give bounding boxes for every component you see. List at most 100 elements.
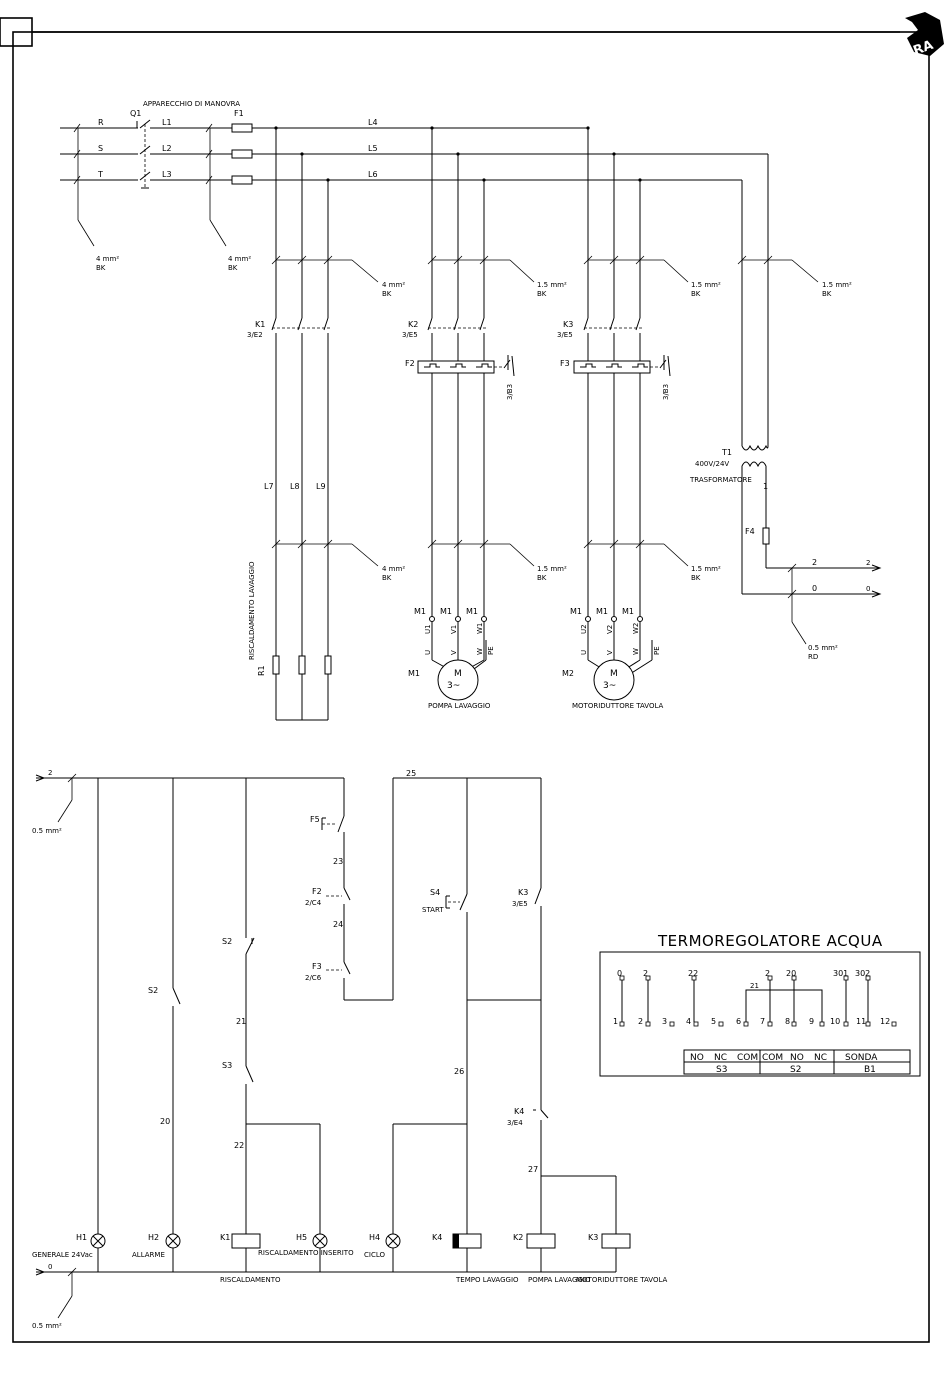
k3-ctrl-label: K3: [518, 888, 528, 897]
wire-27: 27: [528, 1165, 538, 1174]
thermo-terminals: 1 2 3 4 5 6 7 8 9 10 11 12: [613, 1017, 897, 1027]
f2-power-label: F2: [405, 359, 415, 368]
wire-22: 22: [234, 1141, 244, 1150]
h2-label: H2: [148, 1233, 159, 1242]
m1-u1: U1: [424, 624, 432, 634]
k1-power-ref: 3/E2: [247, 331, 263, 339]
gear-cable2-color: BK: [691, 574, 701, 582]
thermo-term-12: 12: [880, 1017, 890, 1026]
rail-0-cable: 0.5 mm²: [32, 1322, 62, 1330]
f5-label: F5: [310, 815, 320, 824]
k4-group: TEMPO LAVAGGIO: [455, 1276, 519, 1284]
f3-ref: 3/B3: [662, 384, 670, 400]
tr-out-0: 0: [866, 585, 870, 593]
k3-power-ref: 3/E5: [557, 331, 573, 339]
thermo-top-2a: 2: [643, 969, 648, 978]
h4-label: H4: [369, 1233, 380, 1242]
f4-label: F4: [745, 527, 755, 536]
sheet-frame: [0, 17, 930, 1343]
thermo-no-2: NO: [790, 1053, 804, 1063]
k2-k3-coil-branch: K3 3/E5 K4 3/E4 27 K2 POMPA LAVAGGIO K3 …: [507, 778, 668, 1284]
rail-0-label: 0: [48, 1263, 52, 1271]
h5-desc: RISCALDAMENTO INSERITO: [258, 1249, 354, 1257]
thermo-top-0: 0: [617, 969, 622, 978]
k1-coil-branch: S2 21 S3 22 K1 RISCALDAMENTO H5 RISCALDA…: [220, 778, 354, 1284]
pump-motor-m1: [437, 659, 479, 701]
s3-label: S3: [222, 1061, 232, 1070]
thermo-com-2: COM: [762, 1053, 783, 1063]
l7-label: L7: [264, 482, 274, 491]
bus-lines: L4 L5 L6: [252, 118, 768, 182]
m2-motor-3: 3~: [603, 681, 616, 691]
transformer-branch: 1.5 mm² BK T1 400V/24V TRASFORMATORE 1 F…: [689, 154, 882, 661]
tr-wire-2: 2: [812, 558, 817, 567]
k1-coil: [231, 1233, 261, 1249]
thermo-term-3: 3: [662, 1017, 667, 1026]
m2-u: U: [580, 650, 588, 655]
heater-cable2-size: 4 mm²: [382, 565, 405, 573]
cable-q1-color: BK: [228, 264, 238, 272]
heater-resistors: [272, 655, 332, 675]
k4-ctrl-label: K4: [514, 1107, 524, 1116]
h1-desc: GENERALE 24Vac: [32, 1251, 93, 1259]
wire-21: 21: [236, 1017, 246, 1026]
t1-name: TRASFORMATORE: [689, 476, 752, 484]
k2-coil-label: K2: [513, 1233, 523, 1242]
m2-term-label-v: M1: [596, 607, 608, 616]
pump-label: POMPA LAVAGGIO: [428, 702, 491, 710]
wire-20: 20: [160, 1117, 170, 1126]
thermo-term-7: 7: [760, 1017, 765, 1026]
m2-motor-m: M: [610, 669, 618, 679]
l3-label: L3: [162, 170, 172, 179]
m1-v1: V1: [450, 625, 458, 634]
cable-q1-size: 4 mm²: [228, 255, 251, 263]
s4-label: S4: [430, 888, 440, 897]
m2-pe: PE: [653, 646, 661, 655]
r1-label: R1: [257, 665, 266, 676]
m1-pe: PE: [487, 646, 495, 655]
m1-v: V: [450, 650, 458, 655]
thermo-top-20: 20: [786, 969, 796, 978]
fuse-f4: [762, 527, 770, 545]
thermo-term-6: 6: [736, 1017, 741, 1026]
m1-u: U: [424, 650, 432, 655]
k3-ctrl-ref: 3/E5: [512, 900, 528, 908]
s4-desc: START: [422, 906, 444, 914]
phase-t: T: [97, 170, 103, 179]
cable-in-color: BK: [96, 264, 106, 272]
l9-label: L9: [316, 482, 326, 491]
m2-u2: U2: [580, 624, 588, 634]
thermo-title: TERMOREGOLATORE ACQUA: [657, 932, 883, 950]
l8-label: L8: [290, 482, 300, 491]
h2-lamp-branch: S2 20 H2 ALLARME: [132, 778, 181, 1272]
tr-out-2: 2: [866, 559, 870, 567]
m2-w: W: [632, 648, 640, 655]
control-circuit: 2 0 0.5 mm² 0.5 mm² H1 GENERALE 24Vac S2…: [32, 769, 668, 1330]
l1-label: L1: [162, 118, 172, 127]
m2-w2: W2: [632, 623, 640, 634]
q1-label: Q1: [130, 109, 141, 118]
h2-desc: ALLARME: [132, 1251, 165, 1259]
wire-25: 25: [406, 769, 416, 778]
k1-group: RISCALDAMENTO: [220, 1276, 281, 1284]
pump-cable2-color: BK: [537, 574, 547, 582]
thermo-nc-1: NC: [714, 1053, 727, 1063]
f2-ref: 3/B3: [506, 384, 514, 400]
m2-v: V: [606, 650, 614, 655]
heater-cable2-color: BK: [382, 574, 392, 582]
t1-rating: 400V/24V: [695, 460, 729, 468]
thermo-nc-2: NC: [814, 1053, 827, 1063]
thermo-term-2: 2: [638, 1017, 643, 1026]
overload-f3: [573, 355, 671, 377]
tr-cable2-color: RD: [808, 653, 818, 661]
tr-cable-size: 1.5 mm²: [822, 281, 852, 289]
rail-2-label: 2: [48, 769, 52, 777]
gearmotor-branch: 1.5 mm² BK K3 3/E5 F3 3/B3: [557, 128, 721, 710]
logo-text: RA: [911, 38, 935, 59]
power-circuit: R S T 4 mm² BK APPARECCHIO DI MANOVRA Q1: [60, 100, 882, 721]
h4-desc: CICLO: [364, 1251, 385, 1259]
m2-term-label-u: M1: [570, 607, 582, 616]
f1-label: F1: [234, 109, 244, 118]
company-logo: RA: [905, 12, 944, 59]
k2-group: POMPA LAVAGGIO: [528, 1276, 591, 1284]
